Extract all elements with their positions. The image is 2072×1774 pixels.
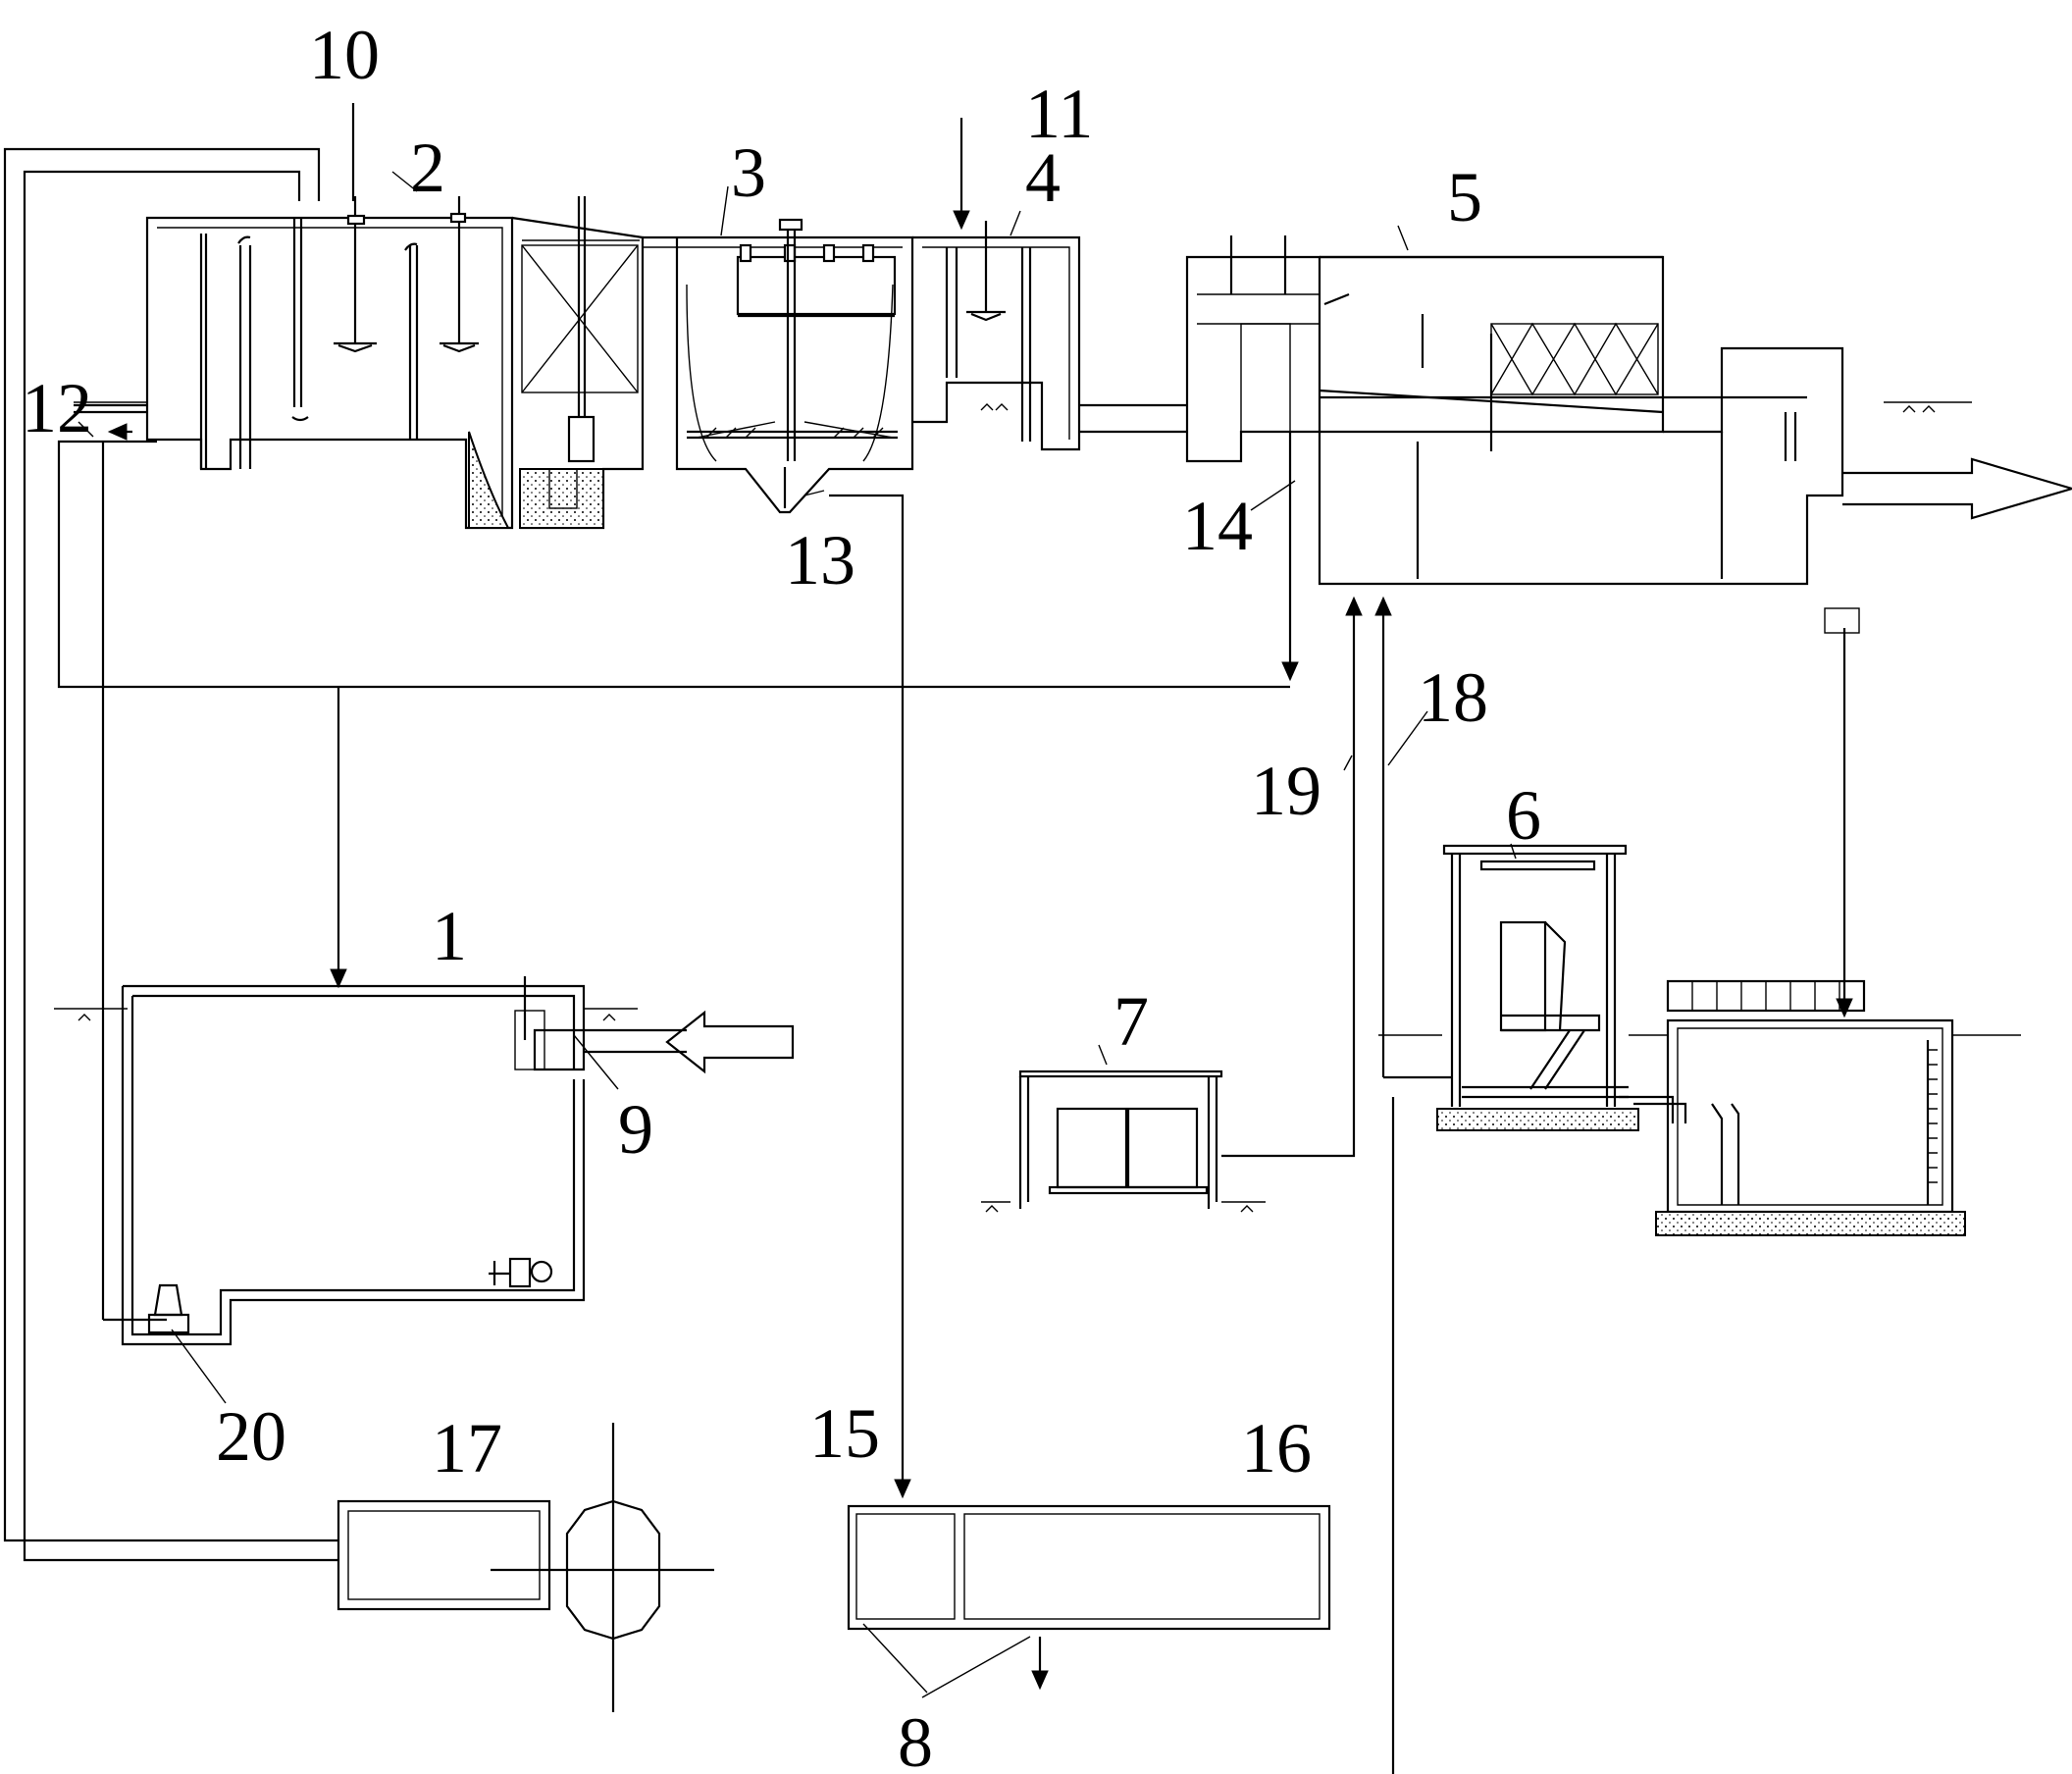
label-19: 19 (1251, 752, 1321, 830)
tank-5 (1185, 235, 1860, 634)
clear-water-tank (1655, 979, 1966, 1236)
tank-3-clarifier (643, 218, 914, 514)
filter-section (468, 196, 645, 530)
tank-2 (74, 196, 514, 530)
label-4: 4 (1025, 138, 1061, 217)
leader-lines (78, 171, 1517, 1698)
label-2: 2 (410, 129, 445, 207)
pipe-network (3, 103, 1853, 1774)
label-16: 16 (1241, 1409, 1312, 1487)
label-17: 17 (432, 1409, 502, 1487)
tank-1 (121, 976, 795, 1346)
building-6 (1436, 844, 1687, 1131)
label-1: 1 (432, 897, 467, 975)
label-9: 9 (618, 1090, 653, 1169)
tank-4 (912, 118, 1081, 451)
label-11: 11 (1025, 75, 1093, 153)
label-13: 13 (785, 521, 855, 600)
label-3: 3 (731, 133, 766, 212)
label-14: 14 (1182, 487, 1253, 565)
building-7 (1018, 1070, 1223, 1209)
label-6: 6 (1506, 776, 1541, 855)
label-15: 15 (809, 1394, 880, 1473)
label-10: 10 (309, 16, 380, 94)
label-8: 8 (898, 1703, 933, 1774)
label-18: 18 (1418, 658, 1488, 737)
label-12: 12 (22, 369, 92, 447)
label-20: 20 (216, 1397, 286, 1476)
ground-markers (54, 401, 2021, 1213)
label-5: 5 (1447, 158, 1482, 236)
label-7: 7 (1114, 982, 1149, 1061)
box-15-16 (847, 1504, 1331, 1631)
box-17 (337, 1423, 714, 1712)
number-labels: 1 2 3 4 5 6 7 8 9 10 11 12 13 14 15 16 1… (22, 16, 1541, 1774)
